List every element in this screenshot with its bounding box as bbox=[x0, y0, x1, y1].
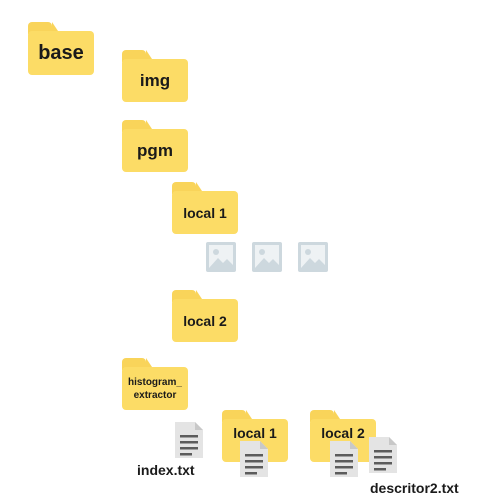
folder-histogram-label-line2: extractor bbox=[133, 389, 177, 401]
folder-hist-local-1[interactable]: local 1 bbox=[222, 410, 288, 462]
folder-base[interactable]: base bbox=[28, 22, 94, 75]
folder-base-label: base bbox=[28, 31, 94, 75]
image-icon[interactable] bbox=[297, 241, 329, 273]
folder-local-1[interactable]: local 1 bbox=[172, 182, 238, 234]
file-label-descriptor2: descritor2.txt bbox=[370, 480, 459, 496]
folder-pgm[interactable]: pgm bbox=[122, 120, 188, 172]
folder-pgm-label: pgm bbox=[122, 129, 188, 172]
folder-histogram-extractor[interactable]: histogram_ extractor bbox=[122, 358, 188, 410]
folder-img-label: img bbox=[122, 59, 188, 102]
folder-local-2-label: local 2 bbox=[172, 299, 238, 342]
file-label-index: index.txt bbox=[137, 462, 195, 478]
text-file-icon[interactable] bbox=[368, 436, 398, 474]
image-icon[interactable] bbox=[205, 241, 237, 273]
text-file-icon[interactable] bbox=[329, 440, 359, 478]
folder-img[interactable]: img bbox=[122, 50, 188, 102]
text-file-icon[interactable] bbox=[239, 440, 269, 478]
text-file-icon[interactable] bbox=[174, 421, 204, 459]
folder-local-2[interactable]: local 2 bbox=[172, 290, 238, 342]
folder-hist-local-1-label: local 1 bbox=[222, 419, 288, 462]
folder-histogram-label-line1: histogram_ bbox=[128, 376, 182, 388]
folder-local-1-label: local 1 bbox=[172, 191, 238, 234]
image-icon[interactable] bbox=[251, 241, 283, 273]
